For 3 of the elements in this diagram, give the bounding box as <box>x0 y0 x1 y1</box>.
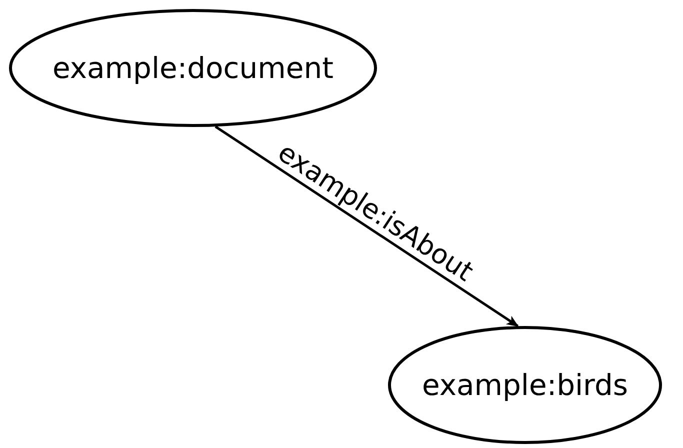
arrow <box>214 126 519 328</box>
node-label: example:birds <box>422 368 628 402</box>
node-label: example:document <box>52 51 334 85</box>
